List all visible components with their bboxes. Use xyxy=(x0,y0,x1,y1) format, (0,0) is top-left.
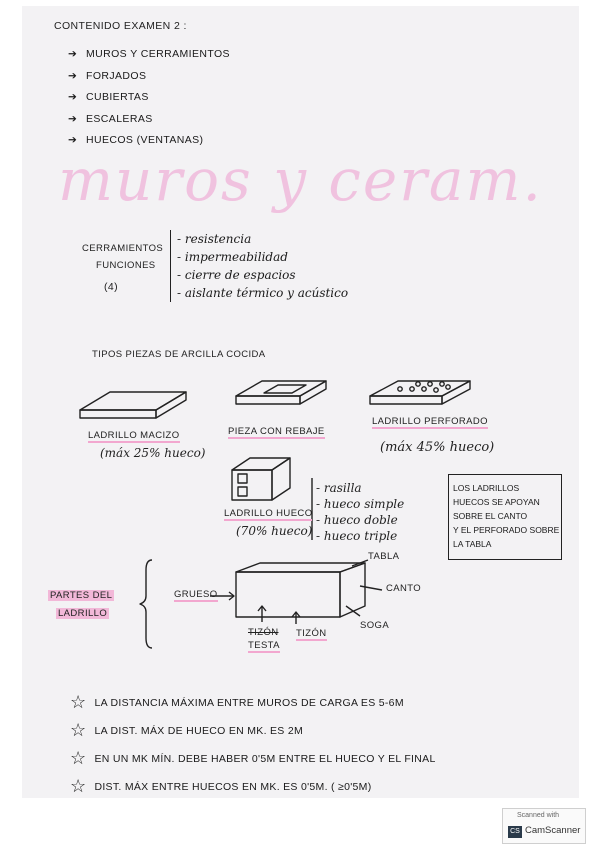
list-item: - impermeabilidad xyxy=(177,250,288,264)
list-item: ➔HUECOS (VENTANAS) xyxy=(68,130,230,152)
perforado-note: (máx 45% hueco) xyxy=(380,440,495,455)
list-item: - hueco simple xyxy=(316,497,405,511)
camscanner-logo-icon: CS xyxy=(508,826,522,838)
sticky-note: LOS LADRILLOS HUECOS SE APOYAN SOBRE EL … xyxy=(448,474,562,560)
star-icon: ☆ xyxy=(70,720,87,740)
star-icon: ☆ xyxy=(70,776,87,796)
star-icon: ☆ xyxy=(70,692,87,712)
list-item: ➔MUROS Y CERRAMIENTOS xyxy=(68,44,230,66)
tipos-heading: TIPOS PIEZAS DE ARCILLA COCIDA xyxy=(92,349,266,360)
list-item: - cierre de espacios xyxy=(177,268,296,282)
arrow-icon: ➔ xyxy=(68,69,78,82)
soga-label: SOGA xyxy=(360,620,390,631)
list-item: - hueco doble xyxy=(316,513,398,527)
tabla-label: TABLA xyxy=(368,551,400,562)
list-item: ☆EN UN MK MÍN. DEBE HABER 0'5M ENTRE EL … xyxy=(70,748,436,768)
funciones-label: FUNCIONES xyxy=(96,260,156,271)
arrow-icon: ➔ xyxy=(68,91,78,103)
list-item: ➔FORJADOS xyxy=(68,66,230,88)
list-item: ☆LA DIST. MÁX DE HUECO EN MK. ES 2M xyxy=(70,720,304,740)
camscanner-watermark: Scanned with CS CamScanner xyxy=(502,808,586,844)
perforated-brick-drawing xyxy=(369,380,471,405)
functions-count: (4) xyxy=(104,281,119,293)
solid-brick-drawing xyxy=(79,391,187,419)
hollow-brick-drawing xyxy=(231,457,291,501)
list-item: ➔ESCALERAS xyxy=(68,109,230,131)
list-item: ☆DIST. MÁX ENTRE HUECOS EN MK. ES 0'5M. … xyxy=(70,776,372,796)
grueso-label: GRUESO xyxy=(174,589,218,602)
canto-label: CANTO xyxy=(386,583,422,594)
list-item: - rasilla xyxy=(316,481,362,495)
functions-list: - resistencia - impermeabilidad - cierre… xyxy=(170,230,348,302)
contents-list: ➔MUROS Y CERRAMIENTOS ➔FORJADOS ➔CUBIERT… xyxy=(68,44,230,152)
list-item: ➔CUBIERTAS xyxy=(68,87,230,109)
rebaje-label: PIEZA CON REBAJE xyxy=(228,426,325,439)
facts-list: ☆LA DISTANCIA MÁXIMA ENTRE MUROS DE CARG… xyxy=(70,688,436,800)
brick-parts-drawing xyxy=(235,562,366,618)
perforado-label: LADRILLO PERFORADO xyxy=(372,416,488,429)
list-item: - aislante térmico y acústico xyxy=(177,286,349,300)
ladrillo-label: LADRILLO xyxy=(56,608,110,619)
tizon-label: TIZÓN xyxy=(296,628,327,641)
macizo-note: (máx 25% hueco) xyxy=(100,446,206,460)
cerramientos-label: CERRAMIENTOS xyxy=(82,243,164,254)
list-item: - resistencia xyxy=(177,232,252,246)
list-item: - hueco triple xyxy=(316,529,398,543)
exam-header: CONTENIDO EXAMEN 2 : xyxy=(54,20,187,32)
arrow-icon: ➔ xyxy=(68,134,78,146)
star-icon: ☆ xyxy=(70,748,87,768)
tizon-struck-label: TIZÓN xyxy=(248,627,279,638)
partes-label: PARTES DEL xyxy=(48,590,115,601)
hueco-types-list: - rasilla - hueco simple - hueco doble -… xyxy=(316,480,404,544)
page-title: muros y ceram. xyxy=(58,146,543,214)
hueco-label: LADRILLO HUECO xyxy=(224,508,313,521)
bracket-shape xyxy=(139,559,153,649)
macizo-label: LADRILLO MACIZO xyxy=(88,430,180,443)
testa-label: TESTA xyxy=(248,640,280,653)
arrow-icon: ➔ xyxy=(68,112,78,125)
arrow-icon: ➔ xyxy=(68,48,78,60)
hueco-note: (70% hueco) xyxy=(236,524,313,538)
list-item: ☆LA DISTANCIA MÁXIMA ENTRE MUROS DE CARG… xyxy=(70,692,404,712)
recessed-brick-drawing xyxy=(235,380,327,405)
